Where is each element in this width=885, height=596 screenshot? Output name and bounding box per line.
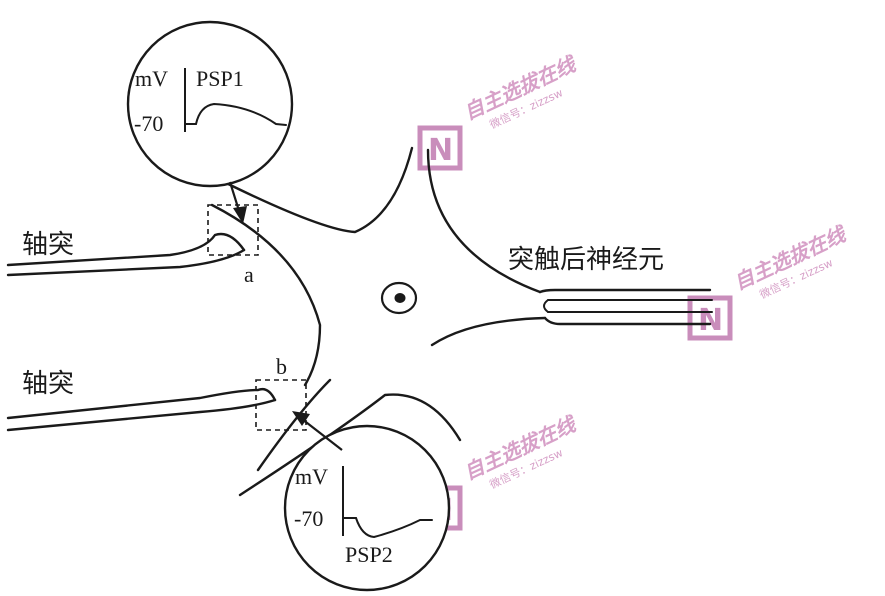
synapse-a-box: [207, 204, 259, 256]
watermark-logo: N: [698, 303, 723, 338]
axon-top-lower-edge: [6, 248, 246, 277]
label-synapse-a: a: [244, 262, 254, 287]
watermark-logo-box: [417, 125, 463, 171]
psp1-unit: mV: [135, 66, 168, 91]
inset-psp1: mV -70 PSP1: [126, 20, 294, 224]
label-postsynaptic-neuron: 突触后神经元: [508, 245, 664, 275]
watermark-logo-box: [687, 295, 733, 341]
dendrite-upper-right: [426, 148, 542, 294]
inset-psp2-circle: [283, 424, 451, 592]
watermark-1: N 自主选拔在线 微信号：zizzsw: [417, 51, 582, 171]
presynaptic-axon-top: [6, 204, 259, 277]
psp2-trace: [342, 517, 433, 539]
nucleolus: [394, 293, 406, 303]
label-axon-top: 轴突: [22, 230, 74, 260]
label-axon-bottom: 轴突: [22, 369, 74, 399]
dendrite-lower-left: [238, 393, 462, 497]
postsynaptic-neuron: [210, 146, 713, 497]
psp1-trace: [184, 102, 287, 126]
axon-line-bottom: [543, 316, 712, 326]
psp2-arrow-head: [292, 411, 310, 426]
psp2-title: PSP2: [345, 542, 393, 567]
nucleus: [380, 281, 418, 315]
psp1-arrow-head: [233, 206, 247, 224]
axon-bottom-lower-edge: [6, 398, 277, 432]
watermark-logo: N: [428, 133, 453, 168]
dendrite-upper-left: [210, 146, 414, 234]
inset-psp2: mV -70 PSP2: [283, 411, 451, 592]
presynaptic-axon-bottom: [6, 379, 307, 432]
psp1-title: PSP1: [196, 66, 244, 91]
axon-line-top: [538, 288, 712, 294]
psp2-arrow-line: [301, 418, 343, 451]
axon-myelin-cap: [543, 299, 549, 313]
watermark-2: N 自主选拔在线 微信号：zizzsw: [687, 221, 852, 341]
synapse-b-box: [255, 379, 307, 431]
psp1-baseline: -70: [134, 111, 163, 136]
psp2-unit: mV: [295, 464, 328, 489]
psp2-baseline: -70: [294, 506, 323, 531]
soma-left-edge: [210, 203, 322, 387]
axon-bottom-upper-edge: [6, 387, 277, 420]
label-synapse-b: b: [276, 354, 287, 379]
axon-top-upper-edge: [6, 232, 246, 267]
soma-lower-right: [430, 316, 547, 347]
